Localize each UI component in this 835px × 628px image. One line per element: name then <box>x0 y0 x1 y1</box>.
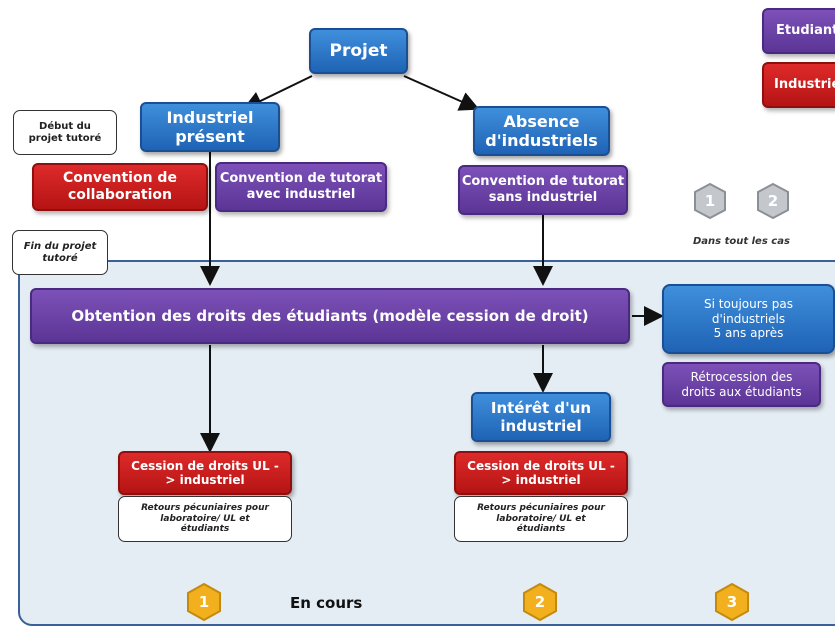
retours-1-node: Retours pécuniaires pour laboratoire/ UL… <box>118 496 292 542</box>
convention-sans-industriel-node: Convention de tutorat sans industriel <box>458 165 628 215</box>
si-toujours-node: Si toujours pas d'industriels 5 ans aprè… <box>662 284 835 354</box>
debut-projet-label: Début du projet tutoré <box>13 110 117 155</box>
gray-badge-1: 1 <box>691 182 729 220</box>
retrocession-node: Rétrocession des droits aux étudiants <box>662 362 821 407</box>
obtention-droits-node: Obtention des droits des étudiants (modè… <box>30 288 630 344</box>
dans-tout-les-cas-label: Dans tout les cas <box>693 236 790 247</box>
gold-badge-1: 1 <box>184 582 224 622</box>
cession-1-node: Cession de droits UL - > industriel <box>118 451 292 495</box>
projet-node: Projet <box>309 28 408 74</box>
en-cours-label: En cours <box>290 594 363 612</box>
absence-industriels-node: Absence d'industriels <box>473 106 610 156</box>
retours-2-node: Retours pécuniaires pour laboratoire/ UL… <box>454 496 628 542</box>
gray-badge-2: 2 <box>754 182 792 220</box>
legend-industriel: Industriel <box>762 62 835 108</box>
gold-badge-3: 3 <box>712 582 752 622</box>
convention-collaboration-node: Convention de collaboration <box>32 163 208 211</box>
legend-etudiant: Etudiant <box>762 8 835 54</box>
convention-avec-industriel-node: Convention de tutorat avec industriel <box>215 162 387 212</box>
arrow-projet-absence <box>403 75 480 111</box>
industriel-present-node: Industriel présent <box>140 102 280 152</box>
interet-industriel-node: Intérêt d'un industriel <box>471 392 611 442</box>
cession-2-node: Cession de droits UL - > industriel <box>454 451 628 495</box>
fin-projet-label: Fin du projet tutoré <box>12 230 108 275</box>
gold-badge-2: 2 <box>520 582 560 622</box>
